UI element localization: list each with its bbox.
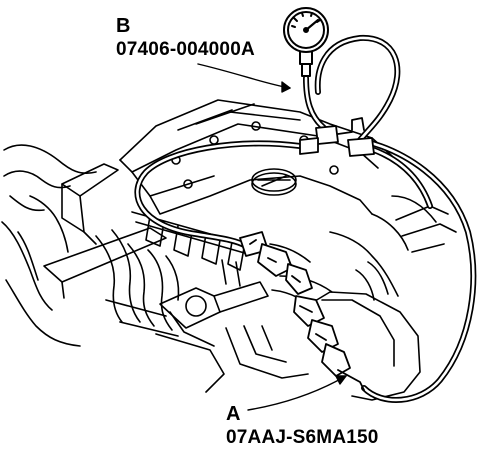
callout-a-part-number: 07AAJ-S6MA150	[226, 427, 379, 448]
leader-line-b	[197, 63, 291, 89]
pressure-gauge-icon	[283, 7, 329, 77]
leader-line-a	[247, 375, 347, 411]
leader-arrowhead-a	[335, 375, 347, 385]
leader-lines	[197, 63, 347, 411]
fuel-pressure-adapter	[239, 231, 365, 391]
leader-arrowhead-b	[281, 81, 291, 93]
pressure-hose	[134, 34, 477, 403]
callout-a-letter: A	[226, 403, 241, 425]
callout-b-part-number: 07406-004000A	[116, 39, 255, 60]
callout-b-letter: B	[116, 15, 131, 37]
t-fitting-b	[299, 117, 375, 157]
